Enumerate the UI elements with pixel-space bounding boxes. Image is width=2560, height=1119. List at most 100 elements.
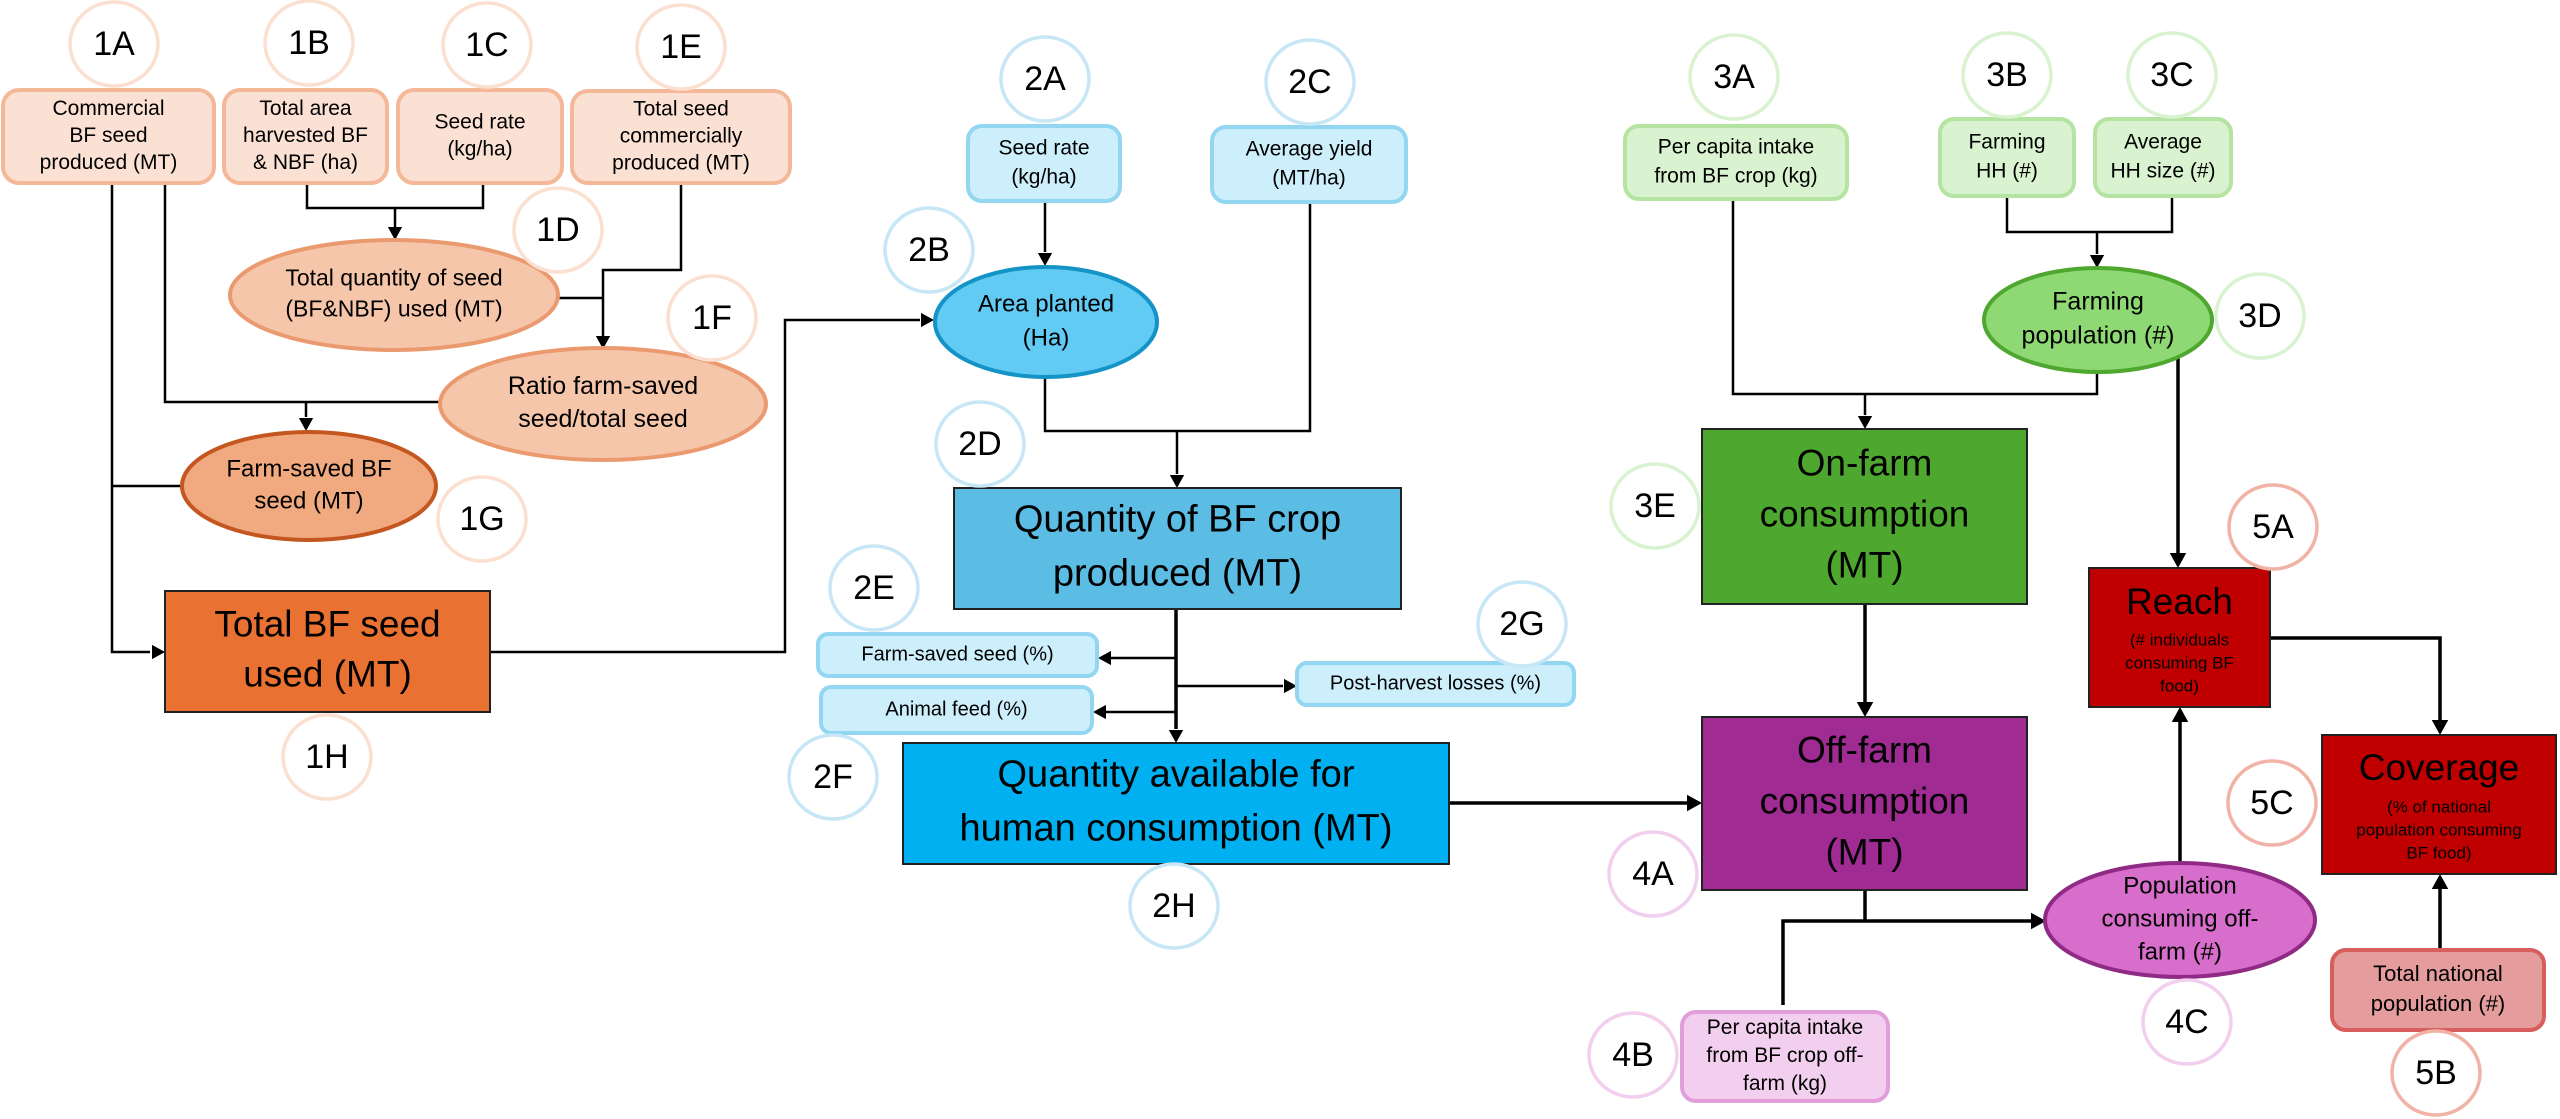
reach-subtitle-line: (# individuals (2130, 630, 2229, 649)
node-1a-commercial-bf-seed-shape (1, 88, 216, 185)
node-tag-3b: 3B (1961, 31, 2053, 119)
tag-circle (1961, 31, 2053, 119)
node-label-line: (kg/ha) (1011, 166, 1076, 189)
coverage-subtitle-line: BF food) (2406, 843, 2471, 862)
node-label-line: On-farm (1797, 442, 1933, 483)
node-label-line: from BF crop off- (1706, 1044, 1863, 1067)
tag-circle (2226, 759, 2318, 847)
node-3e-on-farm-consumption[interactable]: On-farm consumption (MT) (1701, 428, 2028, 605)
node-3e-on-farm-consumption-shape (1701, 428, 2028, 605)
node-label-line: (kg/ha) (447, 138, 512, 161)
node-label-line: Farm-saved seed (%) (861, 643, 1053, 665)
node-tag-3e: 3E (1609, 462, 1701, 550)
node-label-line: (MT) (1825, 544, 1903, 585)
arrowhead-icon (1168, 730, 1184, 743)
node-2f-animal-feed-shape (819, 685, 1094, 735)
tag-circle (666, 274, 758, 362)
node-1d-total-quantity-seed[interactable]: Total quantity of seed (BF&NBF) used (MT) (228, 238, 560, 352)
tag-circle (68, 0, 160, 88)
node-label-line: HH (#) (1976, 160, 2038, 183)
node-label-line: consumption (1760, 493, 1970, 534)
node-2d-quantity-bf-crop-shape (953, 487, 1402, 610)
node-tag-1h: 1H (281, 713, 373, 801)
node-label-line: (BF&NBF) used (MT) (285, 296, 502, 322)
tag-circle (1609, 462, 1701, 550)
node-2b-area-planted[interactable]: Area planted(Ha) (933, 265, 1159, 379)
tag-circle (441, 1, 533, 89)
node-1b-total-area-harvested-shape (222, 88, 389, 185)
tag-label: 1C (465, 26, 508, 64)
node-2c-average-yield-shape (1210, 125, 1408, 204)
tag-circle (2390, 1029, 2482, 1117)
tag-circle (635, 3, 727, 91)
arrowhead-icon (2169, 553, 2187, 568)
node-3b-farming-hh-shape (1938, 117, 2076, 198)
tag-label: 1D (536, 211, 579, 249)
tag-label: 3E (1634, 487, 1676, 525)
reach-subtitle-line: consuming BF (2125, 653, 2234, 672)
node-label-line: Total area (259, 97, 352, 120)
connector-line (1781, 919, 2031, 1005)
node-3b-farming-hh[interactable]: Farming HH (#) (1938, 117, 2076, 198)
reach-title: Reach (2126, 581, 2233, 622)
node-2g-post-harvest-losses-shape (1295, 661, 1576, 707)
node-2e-farm-saved-seed[interactable]: Farm-saved seed (%) (816, 632, 1099, 678)
tag-circle (1587, 1011, 1679, 1099)
node-2b-area-planted-shape (933, 265, 1159, 379)
node-tag-1d: 1D (512, 186, 604, 274)
node-label-line: Seed rate (998, 137, 1089, 160)
tag-label: 3B (1986, 56, 2028, 94)
tag-label: 1G (459, 500, 504, 538)
tag-label: 2B (908, 231, 950, 269)
node-tag-1c: 1C (441, 1, 533, 89)
arrowhead-icon (152, 644, 165, 660)
tag-circle (263, 0, 355, 87)
node-label-line: Area planted (978, 290, 1114, 317)
tag-circle (883, 206, 975, 294)
node-tag-4a: 4A (1607, 830, 1699, 918)
tag-circle (512, 186, 604, 274)
connector-line (305, 183, 485, 210)
tag-label: 4B (1612, 1036, 1654, 1074)
node-label-line: Farming (1968, 131, 2045, 154)
node-label-line: Total seed (633, 98, 729, 121)
tag-label: 5B (2415, 1054, 2457, 1092)
tag-circle (934, 400, 1026, 488)
node-2a-seed-rate[interactable]: Seed rate (kg/ha) (966, 124, 1122, 203)
node-2g-post-harvest-losses[interactable]: Post-harvest losses (%) (1295, 661, 1576, 707)
node-label-line: Total quantity of seed (285, 265, 502, 291)
node-1c-seed-rate[interactable]: Seed rate(kg/ha) (396, 88, 564, 185)
node-2a-seed-rate-shape (966, 124, 1122, 203)
node-label-line: Ratio farm-saved (508, 372, 698, 400)
node-tag-1b: 1B (263, 0, 355, 87)
connector-line (1731, 199, 2099, 396)
tag-label: 2G (1499, 605, 1544, 643)
node-2c-average-yield[interactable]: Average yield(MT/ha) (1210, 125, 1408, 204)
node-label-line: Average (2124, 131, 2202, 154)
node-tag-3a: 3A (1688, 33, 1780, 121)
node-tag-1e: 1E (635, 3, 727, 91)
arrowhead-icon (1856, 702, 1874, 717)
coverage-subtitle-line: population consuming (2356, 820, 2521, 839)
node-2e-farm-saved-seed-shape (816, 632, 1099, 678)
node-label-line: population (#) (2022, 322, 2175, 350)
node-2f-animal-feed[interactable]: Animal feed (%) (819, 685, 1094, 735)
tag-label: 3C (2150, 56, 2193, 94)
